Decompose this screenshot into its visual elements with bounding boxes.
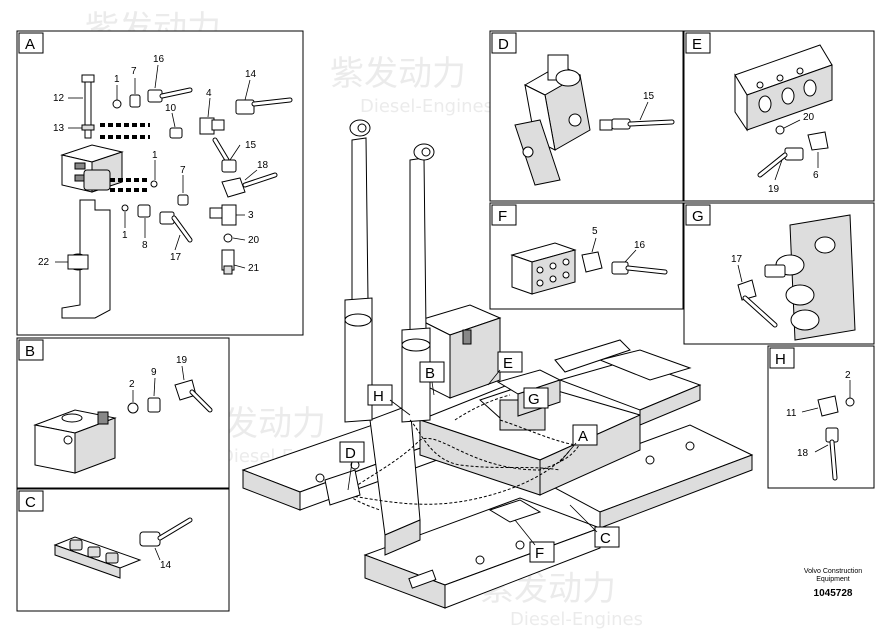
svg-text:12: 12	[53, 93, 65, 104]
svg-text:19: 19	[768, 184, 780, 195]
wiring-harness	[329, 394, 586, 511]
svg-text:C: C	[600, 530, 611, 547]
svg-text:D: D	[498, 36, 509, 53]
svg-text:H: H	[373, 388, 384, 405]
callout-boxes: D H B E G A C F	[339, 351, 620, 563]
svg-text:17: 17	[170, 252, 182, 263]
svg-text:8: 8	[142, 240, 148, 251]
svg-text:Diesel-Engines: Diesel-Engines	[360, 96, 493, 117]
svg-text:19: 19	[176, 355, 188, 366]
panel-e: E 20 19 6	[683, 30, 875, 202]
svg-text:G: G	[692, 208, 704, 225]
panel-g: G 17	[683, 202, 875, 345]
panel-c: C 14	[16, 488, 230, 612]
svg-text:4: 4	[206, 88, 212, 99]
svg-text:7: 7	[180, 165, 186, 176]
svg-text:6: 6	[813, 170, 819, 181]
panel-d: D 15	[489, 30, 684, 202]
footer: Volvo Construction Equipment 1045728	[804, 568, 862, 599]
document-number: 1045728	[814, 588, 853, 599]
svg-text:15: 15	[643, 91, 655, 102]
hydraulic-cylinders	[344, 119, 435, 423]
svg-text:F: F	[498, 208, 507, 225]
svg-text:C: C	[25, 494, 36, 511]
svg-text:16: 16	[634, 240, 646, 251]
svg-text:紫发动力: 紫发动力	[330, 54, 466, 94]
svg-text:7: 7	[131, 66, 137, 77]
panel-a: A	[16, 30, 304, 336]
svg-text:A: A	[578, 428, 588, 445]
panel-h: H 2 11 18	[767, 345, 875, 489]
company-sub: Equipment	[816, 576, 850, 583]
svg-text:2: 2	[845, 370, 851, 381]
panel-b: B 2 9 19	[16, 337, 230, 489]
svg-text:22: 22	[38, 257, 50, 268]
svg-text:A: A	[25, 36, 35, 53]
svg-text:Diesel-Engines: Diesel-Engines	[510, 609, 643, 629]
svg-text:20: 20	[803, 112, 815, 123]
panel-f: F 5 16	[489, 202, 684, 310]
svg-text:13: 13	[53, 123, 65, 134]
svg-text:E: E	[692, 36, 702, 53]
svg-text:1: 1	[122, 230, 128, 241]
svg-text:5: 5	[592, 226, 598, 237]
svg-text:16: 16	[153, 54, 165, 65]
svg-text:B: B	[425, 365, 435, 382]
svg-text:10: 10	[165, 103, 177, 114]
svg-text:2: 2	[129, 379, 135, 390]
svg-text:H: H	[775, 351, 786, 368]
svg-text:G: G	[528, 391, 540, 408]
svg-text:B: B	[25, 343, 35, 360]
svg-text:21: 21	[248, 263, 260, 274]
svg-text:9: 9	[151, 367, 157, 378]
svg-text:F: F	[535, 545, 544, 562]
svg-text:17: 17	[731, 254, 743, 265]
svg-text:20: 20	[248, 235, 260, 246]
svg-text:14: 14	[160, 560, 172, 571]
svg-text:E: E	[503, 355, 513, 372]
svg-text:1: 1	[114, 74, 120, 85]
svg-text:3: 3	[248, 210, 254, 221]
machine-frame	[241, 304, 754, 609]
svg-text:D: D	[345, 445, 356, 462]
svg-text:18: 18	[257, 160, 269, 171]
svg-text:15: 15	[245, 140, 257, 151]
company-name: Volvo Construction	[804, 568, 862, 575]
svg-text:11: 11	[786, 408, 797, 419]
svg-text:1: 1	[152, 150, 158, 161]
svg-text:18: 18	[797, 448, 809, 459]
svg-text:14: 14	[245, 69, 257, 80]
